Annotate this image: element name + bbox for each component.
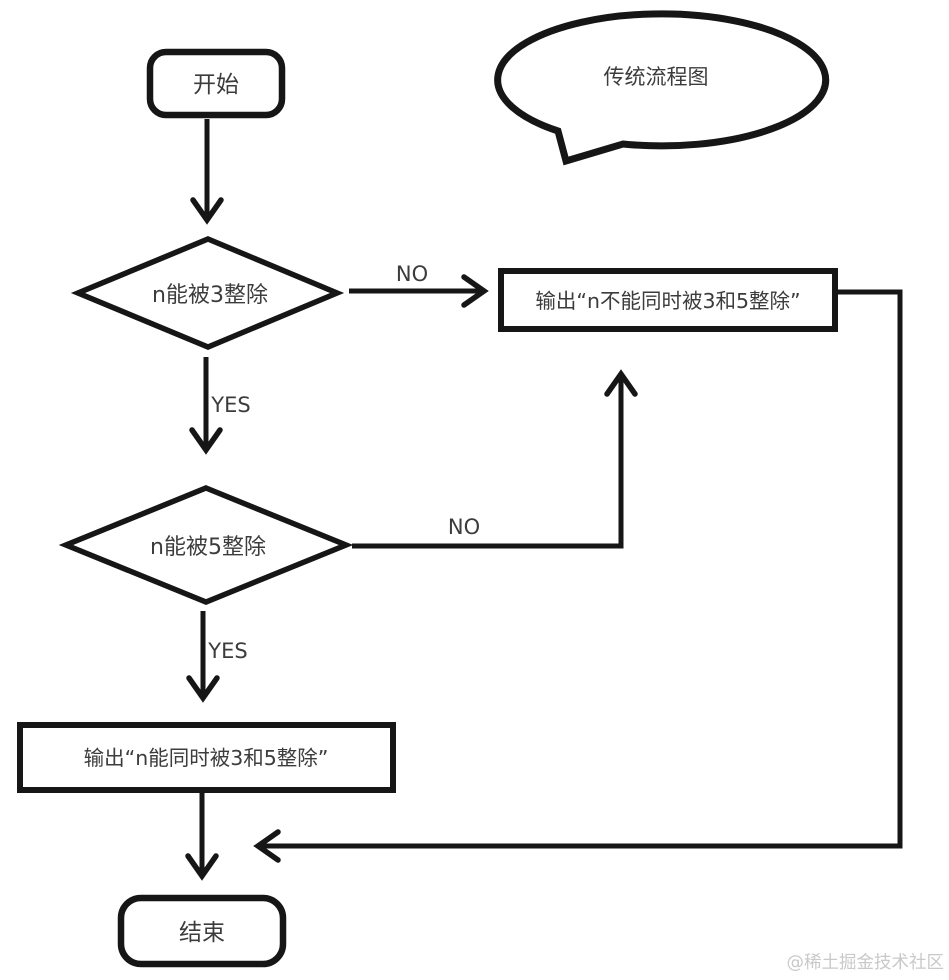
output-not-both-shape xyxy=(498,268,838,332)
edge-label-yes-2: YES xyxy=(207,639,247,663)
decision-div3-label: n能被3整除 xyxy=(152,283,268,308)
node-end: 结束 xyxy=(117,894,287,968)
speech-bubble-label: 传统流程图 xyxy=(604,65,709,89)
decision-div3-shape xyxy=(70,236,345,350)
node-output-both: 输出“n能同时被3和5整除” xyxy=(17,722,396,793)
node-decision-div3: n能被3整除 xyxy=(70,236,345,350)
edge-output-not-both-to-end xyxy=(253,289,903,863)
speech-bubble: 传统流程图 xyxy=(494,10,830,166)
watermark-text: @稀土掘金技术社区 xyxy=(787,953,945,973)
edge-label-yes-1: YES xyxy=(210,393,250,417)
end-label: 结束 xyxy=(179,920,225,946)
node-start: 开始 xyxy=(146,48,286,119)
decision-div5-label: n能被5整除 xyxy=(150,535,266,560)
speech-bubble-shape xyxy=(494,10,830,166)
end-terminator-shape xyxy=(117,894,287,968)
edge-label-no-2: NO xyxy=(448,515,480,539)
decision-div5-shape xyxy=(58,485,354,605)
edge-decision5-no-to-output xyxy=(352,369,638,549)
start-label: 开始 xyxy=(193,72,239,98)
output-both-label: 输出“n能同时被3和5整除” xyxy=(84,746,329,770)
node-decision-div5: n能被5整除 xyxy=(58,485,354,605)
output-both-shape xyxy=(17,722,396,793)
node-output-not-both: 输出“n不能同时被3和5整除” xyxy=(498,268,838,332)
start-terminator-shape xyxy=(146,48,286,119)
edge-label-no-1: NO xyxy=(396,262,428,286)
output-not-both-label: 输出“n不能同时被3和5整除” xyxy=(535,289,800,313)
